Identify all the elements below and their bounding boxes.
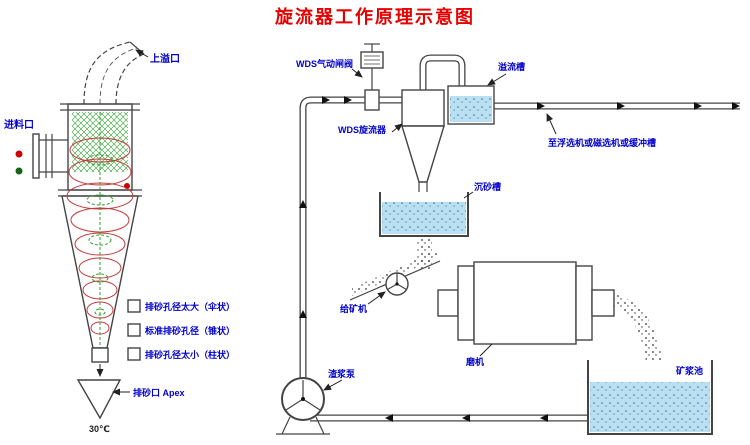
label-pump: 渣浆泵 [328, 368, 356, 379]
label-settling-tank: 沉砂槽 [474, 181, 501, 192]
mill-leader [479, 343, 493, 357]
mill-body [437, 261, 615, 345]
settling-tank-water [382, 202, 466, 234]
feed-inlet-pipe [32, 133, 68, 179]
slurry-pool [587, 360, 713, 435]
overflow-riser-pipe [419, 54, 466, 92]
page-title: 旋流器工作原理示意图 [274, 6, 475, 27]
legend-swatch-umbrella [127, 299, 141, 313]
flow-arrows [299, 96, 740, 422]
pump-leader [323, 379, 343, 391]
cyclone-unit [401, 89, 445, 192]
apex-assembly [76, 347, 122, 420]
label-overflow-port: 上溢口 [150, 52, 180, 65]
overflow-port-leader [135, 49, 149, 58]
process-flow: WDS气动闸阀 WDS旋流器 溢流槽 至浮选机或磁选机或缓冲槽 沉砂槽 [276, 43, 740, 435]
vortex-spirals [66, 112, 134, 348]
cyclone-cross-section: 上溢口 进料口 [4, 41, 235, 434]
cyclone-leader [391, 123, 403, 133]
feed-dot-green [15, 167, 23, 175]
label-pool: 矿浆池 [676, 365, 703, 376]
label-temperature: 30℃ [89, 424, 110, 434]
gate-valve-icon [360, 43, 384, 111]
slurry-pump [276, 377, 330, 435]
label-apex: 排砂口 Apex [133, 387, 185, 398]
overflow-tank-leader [487, 73, 507, 86]
feeder-assembly [349, 250, 441, 301]
label-feeder: 给矿机 [340, 303, 367, 314]
feed-dot-red [15, 150, 23, 158]
label-feed-inlet: 进料口 [4, 118, 34, 131]
overflow-tank [447, 85, 495, 125]
label-destination: 至浮选机或磁选机或缓冲槽 [548, 137, 656, 148]
legend-swatch-cone [127, 323, 141, 337]
apex-size-legend: 排砂孔径太大（伞状） 标准排砂孔径（锥状） 排砂孔径太小（柱状） [127, 299, 235, 361]
settling-tank [379, 192, 469, 237]
slurry-pool-water [590, 382, 710, 432]
legend-label-1: 标准排砂孔径（锥状） [144, 325, 235, 336]
legend-label-2: 排砂孔径太小（柱状） [145, 349, 235, 360]
label-mill: 磨机 [465, 356, 484, 367]
overflow-tank-water [450, 96, 492, 122]
settling-tank-leader [463, 191, 474, 199]
destination-leader [546, 113, 557, 135]
overflow-bend-pipe [83, 41, 145, 105]
feeder-leader [367, 291, 386, 305]
label-cyclone: WDS旋流器 [338, 124, 387, 135]
valve-leader [351, 68, 363, 78]
label-overflow-tank: 溢流槽 [498, 61, 525, 72]
legend-swatch-column [127, 347, 141, 361]
legend-label-0: 排砂孔径太大（伞状） [145, 301, 235, 312]
label-valve: WDS气动闸阀 [296, 58, 353, 69]
feed-riser-pipe [299, 96, 404, 380]
